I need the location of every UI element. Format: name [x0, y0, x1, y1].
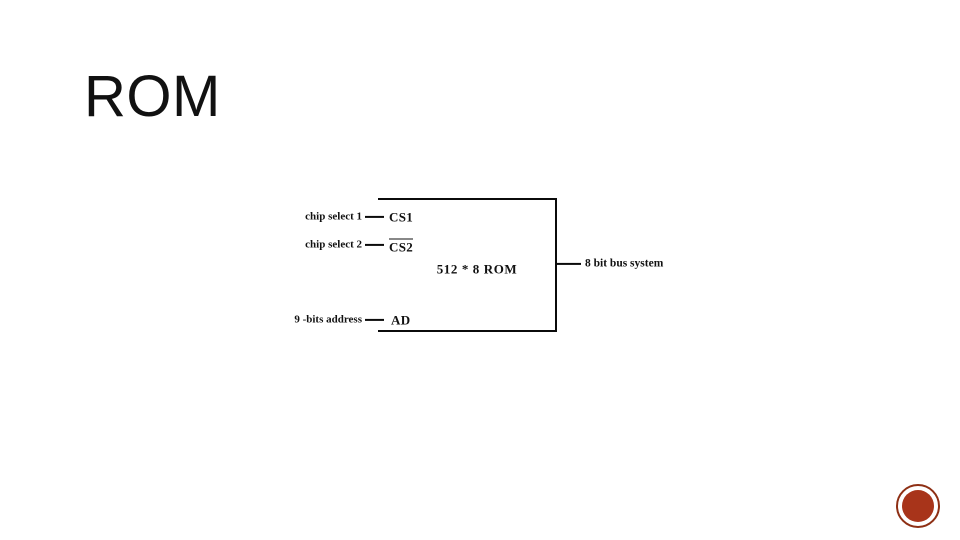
pin-text-cs2: CS2 [389, 238, 414, 255]
decorative-bullet-icon [896, 484, 940, 528]
output-label-bus: 8 bit bus system [585, 257, 664, 270]
decorative-bullet-inner-dot [902, 490, 934, 522]
input-label-chip-select-1: chip select 1 [305, 210, 362, 223]
output-wire-bus [556, 262, 581, 266]
pin-text-ad: AD [391, 312, 411, 328]
input-label-address: 9 -bits address [294, 313, 362, 326]
input-wire-address [365, 318, 384, 322]
pin-label-cs1: CS1 [389, 211, 413, 224]
chip-box-bottom-edge [378, 330, 557, 333]
input-wire-chip-select-2 [365, 243, 384, 247]
input-wire-chip-select-1 [365, 215, 384, 219]
pin-label-cs2: CS2 [389, 238, 414, 255]
chip-box-right-edge [554, 198, 557, 332]
pin-text-cs1: CS1 [389, 209, 414, 225]
chip-caption: 512 * 8 ROM [436, 261, 518, 277]
input-label-chip-select-2: chip select 2 [305, 238, 362, 251]
pin-label-ad: AD [391, 314, 410, 327]
chip-box-top-edge [378, 198, 557, 201]
page-title: ROM [84, 64, 221, 129]
